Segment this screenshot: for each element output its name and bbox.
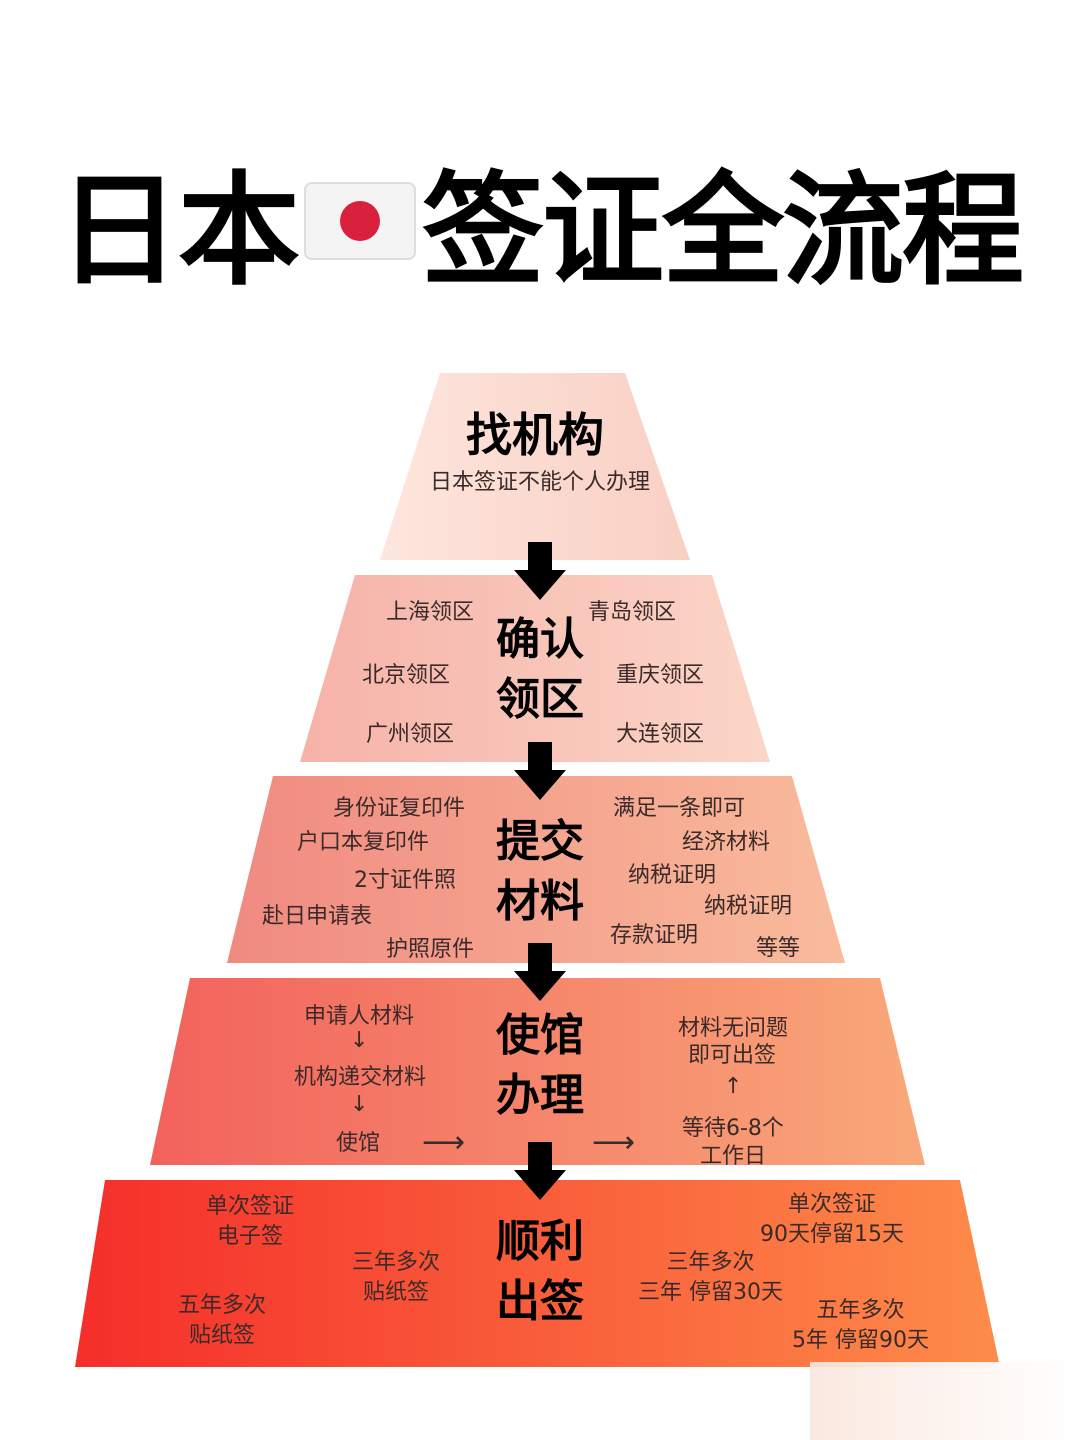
material-item: 等等 [756,936,801,961]
visa-name: 三年多次 [666,1250,755,1275]
visa-name: 三年多次 [352,1250,441,1275]
heading-line: 确认 [496,614,584,665]
heading-line: 领区 [496,674,584,725]
level-4-heading: 使馆办理 [480,1006,600,1126]
material-item: 赴日申请表 [262,904,373,929]
material-item: 纳税证明 [628,863,717,888]
material-item: 护照原件 [386,937,475,962]
watermark-overlay [810,1362,1080,1440]
pyramid-level-5 [75,1180,1000,1367]
visa-detail: 90天停留15天 [760,1222,904,1247]
visa-type: 五年多次贴纸签 [178,1291,266,1351]
region-item: 上海领区 [386,600,475,625]
visa-name: 单次签证 [206,1194,295,1219]
level-1-heading: 找机构 [466,408,604,462]
material-item: 户口本复印件 [297,830,430,855]
pyramid-level-3 [227,776,845,963]
wait-line: 工作日 [700,1144,767,1169]
process-step: 申请人材料 [304,1004,415,1029]
region-item: 青岛领区 [588,600,677,625]
pyramid-level-2 [300,575,770,762]
visa-detail: 5年 停留90天 [792,1328,929,1353]
result-line: 即可出签 [688,1043,777,1068]
pyramid-level-4 [150,978,925,1165]
material-item: 满足一条即可 [613,796,746,821]
region-item: 重庆领区 [616,663,705,688]
material-item: 经济材料 [682,830,771,855]
process-step: 使馆 [336,1131,381,1156]
heading-line: 顺利 [496,1216,584,1267]
title-left: 日本 [58,160,300,302]
down-arrow-icon: ↓ [350,1092,369,1117]
visa-detail: 贴纸签 [189,1323,256,1348]
region-item: 大连领区 [616,722,705,747]
material-item: 2寸证件照 [354,868,456,893]
heading-line: 使馆 [496,1010,584,1061]
title-right: 签证全流程 [422,160,1024,302]
heading-line: 办理 [496,1070,584,1121]
right-arrow-icon: ⟶ [422,1125,466,1160]
level-2-heading: 确认领区 [480,610,600,730]
down-arrow-icon [514,1142,566,1200]
level-5-heading: 顺利出签 [480,1212,600,1332]
level-1-note: 日本签证不能个人办理 [429,470,650,495]
visa-detail: 三年 停留30天 [638,1280,783,1305]
visa-name: 五年多次 [816,1298,905,1323]
heading-line: 材料 [496,876,584,927]
down-arrow-icon [514,943,566,1001]
wait-line: 等待6-8个 [682,1116,784,1141]
visa-detail: 电子签 [217,1224,284,1249]
heading-line: 出签 [496,1276,584,1327]
visa-type: 三年多次三年 停留30天 [638,1248,783,1308]
down-arrow-icon: ↓ [350,1028,369,1053]
japan-flag-icon [304,181,416,260]
visa-type: 单次签证电子签 [206,1192,294,1252]
visa-type: 三年多次贴纸签 [352,1248,440,1308]
visa-name: 五年多次 [178,1293,267,1318]
down-arrow-icon [514,742,566,800]
page-title: 日本 签证全流程 [0,132,1080,309]
region-item: 广州领区 [366,722,455,747]
down-arrow-icon [514,542,566,600]
material-item: 身份证复印件 [333,796,466,821]
up-arrow-icon: ↑ [724,1074,743,1099]
visa-name: 单次签证 [787,1192,876,1217]
visa-detail: 贴纸签 [363,1280,430,1305]
right-arrow-icon: ⟶ [592,1125,636,1160]
material-item: 存款证明 [610,923,699,948]
level-3-heading: 提交材料 [480,812,600,932]
visa-type: 单次签证 90天停留15天 [760,1190,904,1250]
result-line: 材料无问题 [678,1016,789,1041]
region-item: 北京领区 [362,663,451,688]
heading-line: 提交 [496,816,584,867]
process-step: 机构递交材料 [294,1065,427,1090]
material-item: 纳税证明 [704,894,793,919]
visa-type: 五年多次 5年 停留90天 [792,1296,929,1356]
